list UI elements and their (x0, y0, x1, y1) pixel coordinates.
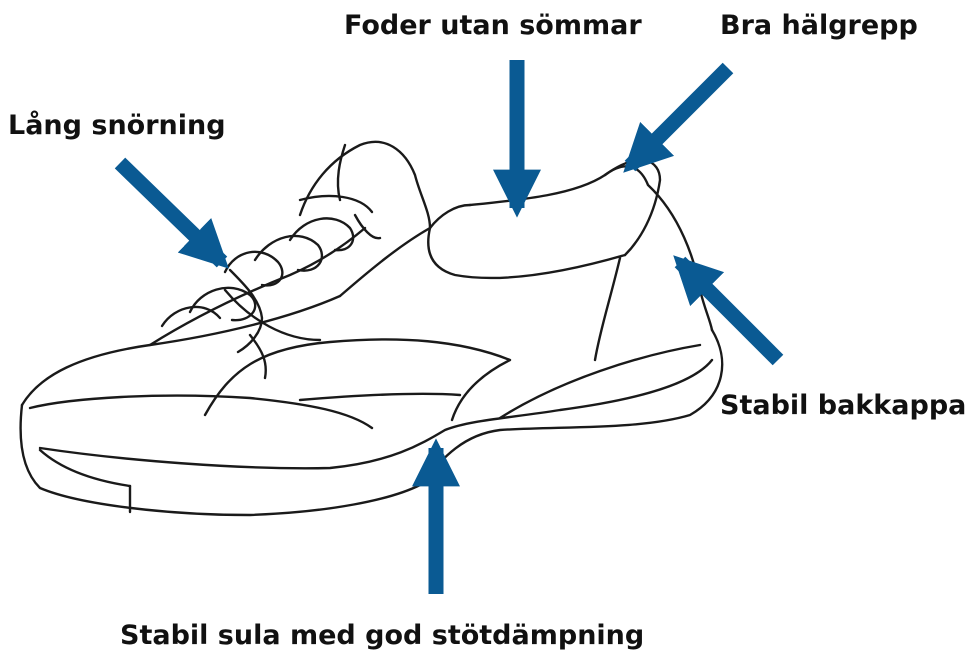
label-heel-counter: Stabil bakkappa (720, 392, 966, 419)
quarter (340, 205, 470, 296)
toe-bumper (40, 450, 130, 486)
arrow-heel-grip (630, 68, 728, 166)
vamp (22, 296, 340, 405)
outsole (21, 330, 723, 515)
label-sole: Stabil sula med god stötdämpning (120, 622, 644, 649)
heel-line (595, 258, 620, 360)
collar (428, 228, 625, 278)
label-heel-grip: Bra hälgrepp (720, 12, 918, 39)
shoe-illustration (21, 142, 723, 515)
toe-cap (30, 396, 372, 428)
laces (162, 196, 380, 378)
eyestay (150, 228, 365, 345)
side-overlay (205, 339, 510, 420)
label-lining: Foder utan sömmar (344, 12, 642, 39)
midsole-line (40, 360, 712, 468)
midsole-curve (500, 345, 700, 418)
tongue (300, 142, 430, 228)
collar-lining (470, 160, 660, 255)
arrow-lacing (120, 163, 222, 262)
label-lacing: Lång snörning (8, 112, 226, 139)
